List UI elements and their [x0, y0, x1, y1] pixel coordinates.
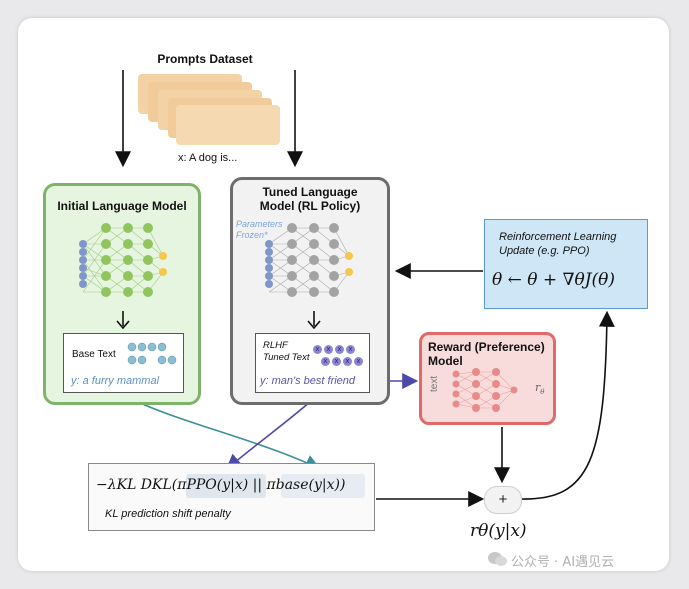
rl-update-box [484, 219, 648, 309]
rl-update-title-line2: Update (e.g. PPO) [499, 245, 590, 257]
reward-r-label: r [535, 381, 541, 394]
frozen-note-line2: Frozen* [236, 230, 268, 240]
rl-update-formula: θ ← θ + ∇θJ(θ) [492, 270, 615, 290]
base-text-label: Base Text [72, 349, 116, 360]
tuned-to-kl-arrow [225, 394, 319, 471]
initial-down-arrow [116, 311, 130, 330]
rlhf-label: RLHF [263, 340, 288, 351]
tuned-token: x [346, 345, 355, 354]
tuned-down-arrow [307, 311, 321, 330]
tuned-token: x [313, 345, 322, 354]
prompts-stack-icon [138, 74, 280, 145]
tuned-model-title-line2: Model (RL Policy) [259, 199, 361, 213]
tuned-text-label: Tuned Text [263, 352, 310, 363]
sum-label: rθ(y|x) [470, 521, 527, 541]
reward-title-line2: Model [428, 354, 463, 368]
prompts-title: Prompts Dataset [157, 52, 253, 66]
ppo-highlight [186, 474, 266, 498]
reward-output-label: rθ [535, 381, 544, 396]
reward-network-icon [452, 368, 518, 412]
tuned-output-text: y: man's best friend [260, 375, 356, 387]
tuned-token: x [354, 357, 363, 366]
base-highlight [281, 474, 365, 498]
tuned-token: x [332, 357, 341, 366]
tuned-model-title: Tuned Language Model (RL Policy) [232, 185, 388, 213]
prompt-example: x: A dog is... [178, 152, 238, 164]
tuned-token: x [335, 345, 344, 354]
watermark-text: 公众号 · AI遇见云 [511, 555, 615, 570]
kl-caption: KL prediction shift penalty [105, 508, 231, 520]
initial-output-text: y: a furry mammal [71, 375, 160, 387]
frozen-note-line1: Parameters [236, 219, 283, 229]
wechat-icon [488, 552, 507, 566]
reward-text-label: text [429, 375, 440, 392]
base-to-kl-arrow [125, 395, 321, 470]
tuned-token: x [324, 345, 333, 354]
sum-to-update-arrow [521, 310, 615, 500]
tuned-token: x [321, 357, 330, 366]
reward-model-title: Reward (Preference) Model [428, 340, 545, 368]
kl-formula: −λKL DKL(πPPO(y|x) || πbase(y|x)) [96, 477, 346, 493]
rl-update-title: Reinforcement Learning Update (e.g. PPO) [499, 230, 616, 258]
frozen-note: Parameters Frozen* [236, 219, 283, 241]
reward-r-subscript: θ [540, 388, 545, 397]
base-token-icons [127, 342, 177, 365]
sum-node: + [484, 486, 522, 514]
reward-title-line1: Reward (Preference) [428, 340, 545, 354]
reward-model-box [419, 332, 556, 425]
tuned-network-icon [265, 223, 353, 297]
tuned-token: x [343, 357, 352, 366]
tuned-model-title-line1: Tuned Language [262, 185, 358, 199]
initial-network-icon [79, 223, 167, 297]
initial-model-title: Initial Language Model [57, 199, 187, 213]
rlhf-tuned-labels: RLHF Tuned Text [263, 340, 309, 364]
rl-update-title-line1: Reinforcement Learning [499, 231, 617, 243]
